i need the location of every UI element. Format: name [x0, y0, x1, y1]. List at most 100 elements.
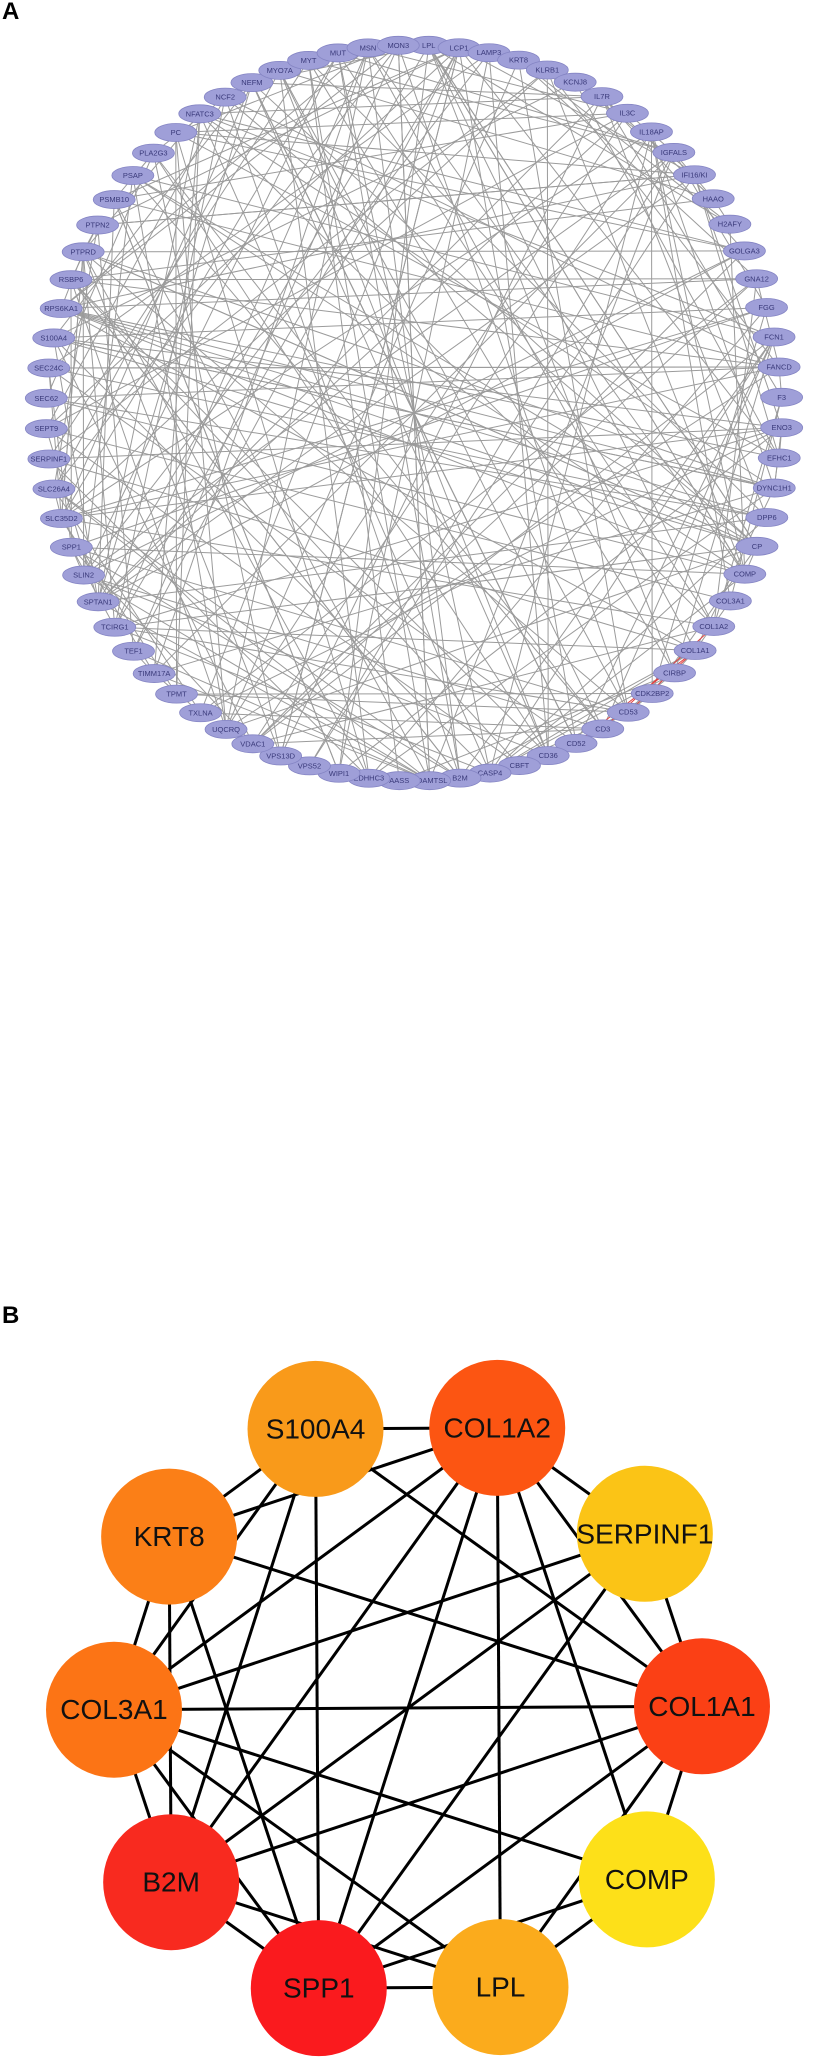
node-label: RPS6KA1: [44, 304, 78, 313]
edge-col1a2-comp: [495, 1427, 649, 1880]
edge-cirbp-fcn1: [674, 336, 775, 674]
edge-golga3-sptan1: [97, 250, 745, 603]
node-comp: COMP: [723, 564, 767, 584]
edge-fancd-gna12: [756, 278, 780, 368]
edge-slin2-cd3: [83, 574, 603, 730]
node-igfals: IGFALS: [652, 143, 696, 162]
edge-b2m-spp1: [71, 546, 461, 779]
edge-sept9-lcp1: [45, 47, 460, 430]
node-ncf2: NCF2: [203, 87, 247, 107]
node-label: IL7R: [594, 92, 610, 101]
edge-vps13d-il7r: [280, 96, 603, 757]
edge-lpl-col3a1: [113, 1708, 502, 1989]
node-nefm: NEFM: [230, 73, 274, 93]
node-krt8: KRT8: [497, 50, 540, 70]
node-cp: CP: [735, 536, 779, 556]
edge-mon3-cd53: [397, 45, 629, 713]
edge-col1a2-mut: [337, 52, 715, 627]
node-label: MON3: [387, 41, 409, 50]
node-pla2g3: PLA2G3: [132, 143, 175, 163]
node-tpmt: TPMT: [155, 684, 198, 704]
edge-sptan1-s100a4: [53, 337, 99, 602]
edge-pc-tpmt: [175, 132, 178, 695]
node-label: CIRBP: [663, 668, 686, 677]
node-dync1h1: DYNC1H1: [752, 478, 796, 498]
hub-node-b2m: B2M: [103, 1814, 240, 1951]
node-label: PLA2G3: [139, 149, 167, 158]
edge-timm17a-nfatc3: [153, 113, 201, 674]
node-sec24c: SEC24C: [27, 358, 71, 378]
panel-b-label: B: [2, 1302, 20, 1329]
node-label: WIPI1: [329, 769, 349, 778]
node-label: SLC26A4: [38, 485, 70, 494]
node-label: B2M: [452, 774, 467, 783]
hub-node-label: KRT8: [134, 1521, 205, 1552]
edge-spp1-krt8: [167, 1536, 321, 1989]
edge-nfatc3-fcn1: [199, 113, 775, 338]
node-label: PC: [171, 128, 182, 137]
edge-slc35d2-col1a2: [61, 517, 714, 627]
edge-tpmt-cdk2bp2: [176, 692, 653, 695]
node-label: H2AFY: [718, 220, 742, 229]
edge-tpmt-cd53: [176, 693, 629, 713]
node-label: TPMT: [166, 690, 187, 699]
edge-col1a2-col3a1: [113, 1426, 499, 1711]
edge-ncf2-pla2g3: [153, 96, 226, 154]
edge-lpl-cp: [428, 45, 758, 547]
edge-serpinf1-zdhhc3: [48, 458, 370, 779]
hub-node-serpinf1: SERPINF1: [576, 1465, 713, 1602]
node-label: TXLNA: [188, 708, 212, 717]
node-col1a1: COL1A1: [673, 641, 717, 660]
edge-sec62-dpp6: [46, 397, 767, 519]
edge-cp-rps6ka1: [60, 307, 758, 547]
node-label: CBFT: [510, 761, 530, 770]
edge-slc35d2-fancd: [61, 366, 780, 519]
node-cirbp: CIRBP: [653, 663, 696, 683]
node-label: LAMP3: [477, 48, 502, 57]
edge-dpp6-casp4: [489, 517, 768, 774]
hub-node-krt8: KRT8: [101, 1468, 238, 1605]
edge-lamp3-slin2: [83, 52, 490, 576]
node-label: VDAC1: [240, 739, 265, 748]
edge-cd53-ptprd: [82, 251, 629, 713]
edge-il18ap-dync1h1: [650, 131, 775, 489]
edge-col1a1-b2m: [170, 1704, 703, 1884]
edge-cd3-myo7a: [279, 70, 604, 730]
node-label: SPP1: [62, 543, 81, 552]
node-label: TIMM17A: [138, 669, 171, 678]
node-gna12: GNA12: [735, 269, 779, 289]
node-label: IGFALS: [661, 148, 687, 157]
hub-node-label: S100A4: [266, 1413, 366, 1444]
edge-adamtsl-slc26a4: [53, 488, 431, 782]
hub-node-label: B2M: [142, 1867, 200, 1898]
edge-uqcrq-pc: [175, 132, 227, 730]
edge-ptprd-vps13d: [82, 251, 282, 757]
edge-sptan1-lpl: [97, 45, 430, 603]
edge-msn-tcirg1: [114, 47, 369, 628]
hub-node-lpl: LPL: [432, 1919, 569, 2056]
edge-cdk2bp2-il18ap: [650, 131, 653, 694]
node-dpp6: DPP6: [745, 508, 789, 527]
edge-rsbp6-gna12: [70, 278, 757, 281]
edge-zdhhc3-myo7a: [279, 70, 370, 779]
edge-fcn1-psap: [132, 175, 775, 338]
node-label: NCF2: [215, 93, 235, 102]
node-fgg: FGG: [745, 298, 788, 317]
edge-dync1h1-ptprd: [83, 251, 775, 489]
edge-klrb1-slc35d2: [61, 69, 548, 519]
node-golga3: GOLGA3: [722, 241, 766, 261]
edge-myt-igfals: [308, 59, 674, 153]
node-s100a4: S100A4: [32, 328, 76, 348]
edge-tef1-ptpn2: [97, 225, 135, 652]
edge-fgg-zdhhc3: [368, 307, 767, 779]
edge-col1a1-col3a1: [113, 1704, 703, 1712]
node-label: EFHC1: [767, 454, 792, 463]
node-cd52: CD52: [554, 733, 598, 753]
node-cd3: CD3: [581, 719, 625, 739]
node-label: CD3: [595, 724, 610, 733]
edge-lcp1-efhc1: [458, 47, 780, 459]
